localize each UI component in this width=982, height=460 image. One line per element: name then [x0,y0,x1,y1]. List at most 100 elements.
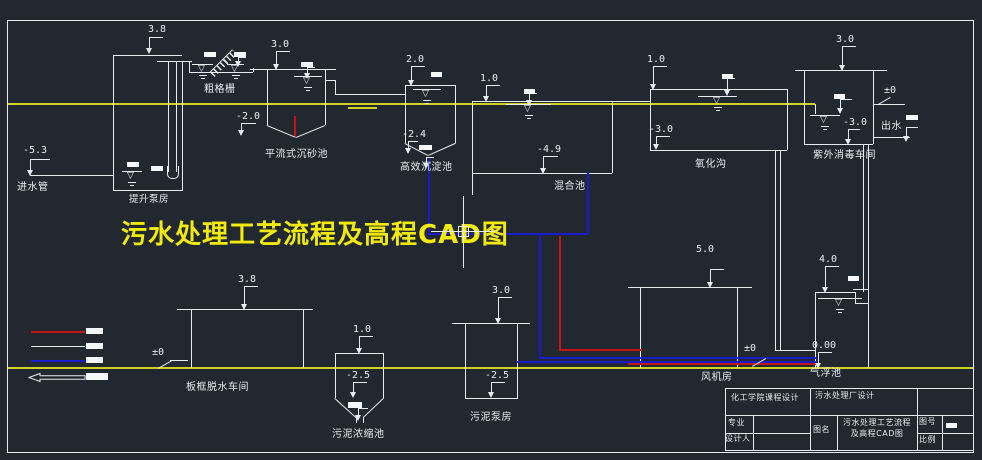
label-block [204,52,216,57]
label-sludge-thickener: 污泥浓缩池 [332,429,385,440]
elevation-flag-icon [839,46,856,71]
cad-line [804,144,873,145]
cad-line [539,357,817,359]
titleblock-project: 污水处理厂设计 [815,391,875,400]
cad-line [452,323,530,324]
cad-line [31,360,85,362]
label-inlet-pipe: 进水管 [17,182,49,193]
crosshair-cursor-icon [431,231,495,232]
elevation-flag-icon [815,352,832,369]
elevation-flag-icon [495,297,512,324]
label-block [86,373,108,380]
label-block [906,115,918,120]
label-oxidation-ditch: 氧化沟 [695,159,727,170]
label-dewatering-workshop: 板框脱水车间 [186,382,249,393]
label-uv-disinfection: 紫外消毒车间 [813,150,876,161]
water-level-icon: ▽ [122,171,142,187]
elevation-flag-icon [488,382,505,398]
cad-line [587,172,589,234]
label-effluent: 出水 [881,121,902,132]
cad-line [650,150,787,151]
cad-line [189,72,253,73]
elevation-uv-bottom: -3.0 [843,117,868,128]
cad-line [267,69,268,125]
cad-line [325,80,335,81]
crosshair-cursor-icon [463,196,464,268]
elevation-flag-icon [273,51,290,70]
cad-line [725,388,726,450]
titleblock-major-label: 专业 [728,418,745,427]
cad-line [628,287,752,288]
elevation-mix-bottom: -4.9 [537,144,562,155]
cad-line [472,101,651,102]
cad-line [428,158,430,234]
label-block [722,74,733,79]
water-level-icon: ▽ [192,64,213,80]
cad-line [157,61,192,62]
water-level-icon: ▽ [506,104,551,120]
cad-line [191,309,192,368]
cad-line [428,142,456,156]
cad-line [650,89,651,150]
cad-line [640,287,641,368]
cad-line [250,69,336,70]
label-mixing-tank: 混合池 [554,181,586,192]
cad-line [296,125,326,138]
cad-line [863,144,864,292]
cad-line [266,125,296,138]
titleblock-course: 化工学院课程设计 [731,393,799,402]
flow-arrow-icon [28,372,86,383]
cad-line [405,85,406,143]
elevation-thickener-bottom: -2.5 [346,370,371,381]
label-lift-pump-house: 提升泵房 [129,194,170,205]
cad-line [873,70,874,144]
elevation-dewater-zero: ±0 [152,347,165,358]
cad-line [612,101,613,173]
cad-line [113,190,183,191]
elevation-grit-top: 3.0 [271,39,290,50]
cad-line [725,415,973,416]
elevation-flag-icon [355,408,368,421]
label-block [524,89,535,94]
cad-line [465,398,518,399]
titleblock-drawing-name: 污水处理工艺流程及高程CAD图 [843,418,911,439]
elevation-dewater-top: 3.8 [238,274,257,285]
cad-line [539,233,541,359]
cad-line [559,349,642,351]
elevation-uv-zero: ±0 [884,85,897,96]
label-block [348,402,362,408]
pump-riser-icon [167,166,179,179]
elevation-flag-icon [650,66,667,90]
cad-line [810,388,811,450]
elevation-blower-top: 5.0 [696,244,715,255]
elevation-flag-icon [423,157,434,169]
label-sludge-pump-house: 污泥泵房 [470,412,512,423]
label-block [151,166,163,171]
elevation-flag-icon [724,78,735,96]
cad-line [650,89,787,90]
elevation-grit-bottom: -2.0 [236,111,261,122]
label-block [86,357,103,363]
drawing-title: 污水处理工艺流程及高程CAD图 [121,220,509,250]
cad-line [837,415,838,450]
elevation-lift-top: 3.8 [148,24,167,35]
label-block [431,72,442,77]
cad-line [815,292,816,368]
cad-line [168,61,169,172]
elevation-flag-icon [146,37,163,54]
cad-line [113,55,182,56]
cad-line [7,20,8,453]
cad-line [804,70,805,144]
elevation-flag-icon [405,141,418,154]
cad-line [7,452,974,453]
titleblock-designer-label: 设计人 [725,434,751,443]
cad-line [973,20,974,453]
cad-line [855,292,856,303]
cad-line [737,287,738,368]
elevation-flotation-bottom: 0.00 [812,340,837,351]
cad-line [405,85,455,86]
label-block [848,276,859,281]
water-level-icon: ▽ [698,96,737,112]
label-block [946,423,957,428]
